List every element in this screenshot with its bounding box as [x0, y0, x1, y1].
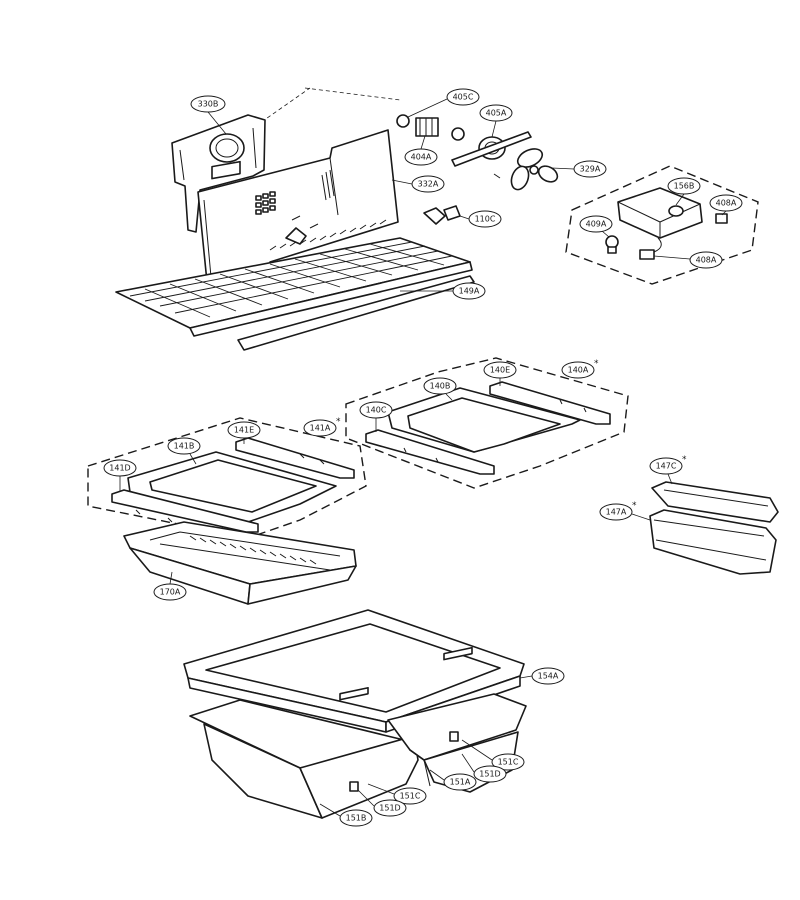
cover-fan-opening: [209, 133, 245, 163]
grommet-405C: [396, 114, 410, 128]
drawer-handle-151D-left[interactable]: [339, 686, 369, 701]
label-147A-star: *: [632, 501, 637, 511]
lamp-bulb-409A: [605, 235, 619, 254]
label-147C: 147C: [656, 462, 677, 471]
lamp-assembly-group: 156B 408A 409A 408A: [565, 165, 759, 285]
lamp-socket-408A: [639, 237, 662, 260]
label-140B: 140B: [430, 382, 451, 391]
label-140A: 140A: [568, 366, 589, 375]
shelf-140A-outline: [345, 357, 629, 489]
drawer-151B-front: [203, 723, 323, 819]
fan-motor-404A: [415, 117, 439, 137]
label-151D-left: 151D: [379, 804, 400, 813]
label-156B: 156B: [674, 182, 695, 191]
glass-panel-140B: [407, 397, 561, 453]
label-408A-switch: 408A: [716, 199, 737, 208]
wire-shelf-front-bar: [189, 261, 473, 337]
panel-window: [211, 160, 241, 180]
lamp-switch-408A: [715, 213, 728, 224]
crisper-cover-glass: [205, 623, 501, 713]
drawer-slider-151C-left[interactable]: [349, 781, 359, 792]
label-332A: 332A: [418, 180, 439, 189]
bin-147A: [649, 509, 777, 575]
label-141A: 141A: [310, 424, 331, 433]
label-404A: 404A: [411, 153, 432, 162]
shelf-assembly-140A-group: 140E 140A * 140B 140C: [345, 357, 629, 489]
label-151D-right: 151D: [479, 770, 500, 779]
label-154A: 154A: [538, 672, 559, 681]
label-141E: 141E: [234, 426, 254, 435]
bin-lid-147C: [651, 481, 779, 523]
label-151C-right: 151C: [498, 758, 519, 767]
shelf-141A-outline: [87, 417, 367, 539]
label-140E: 140E: [490, 366, 510, 375]
label-329A: 329A: [580, 165, 601, 174]
label-408A-socket: 408A: [696, 256, 717, 265]
crisper-assembly-group: 154A 151C 151D 151A 151C 151D 151B: [183, 609, 565, 827]
clip-110C: [423, 207, 446, 225]
label-141B: 141B: [174, 442, 195, 451]
fan-blade-329A: [510, 148, 559, 191]
lamp-assembly-outline: [565, 165, 759, 285]
label-147C-star: *: [682, 455, 687, 465]
label-141A-star: *: [336, 417, 341, 427]
label-405C: 405C: [453, 93, 474, 102]
tray-170A-side: [247, 565, 357, 605]
motor-shaft-bushing: [451, 127, 465, 141]
glass-panel-141B: [149, 459, 317, 513]
label-330B: 330B: [198, 100, 219, 109]
evaporator-assembly-group: 330B 405C 405A 404A 332A 329A 110C 149A: [115, 87, 607, 351]
label-140C: 140C: [366, 406, 387, 415]
label-151A: 151A: [450, 778, 471, 787]
rail-140C: [365, 429, 495, 475]
label-140A-star: *: [594, 359, 599, 369]
shelf-assembly-141A-group: 141E 141A * 141B 141D: [87, 417, 367, 539]
label-405A: 405A: [486, 109, 507, 118]
wire-shelf-grid: [129, 241, 453, 318]
label-151B: 151B: [346, 814, 367, 823]
rail-140E: [489, 381, 611, 425]
label-149A: 149A: [459, 287, 480, 296]
label-170A: 170A: [160, 588, 181, 597]
rail-141D: [111, 489, 259, 533]
label-151C-left: 151C: [400, 792, 421, 801]
bins-147-group: 147C * 147A *: [599, 455, 779, 575]
drawer-151B-side: [299, 735, 419, 819]
label-147A: 147A: [606, 508, 627, 517]
label-110C: 110C: [475, 215, 496, 224]
drawer-slider-151C-right[interactable]: [449, 731, 459, 742]
motor-bracket: [451, 131, 532, 167]
tray-170A-group: 170A: [123, 521, 357, 605]
label-141D: 141D: [109, 464, 130, 473]
drawer-handle-151D-right[interactable]: [443, 646, 473, 661]
label-409A: 409A: [586, 220, 607, 229]
panel-vent-grid: [255, 191, 276, 215]
wire-shelf-rail: [237, 275, 475, 351]
